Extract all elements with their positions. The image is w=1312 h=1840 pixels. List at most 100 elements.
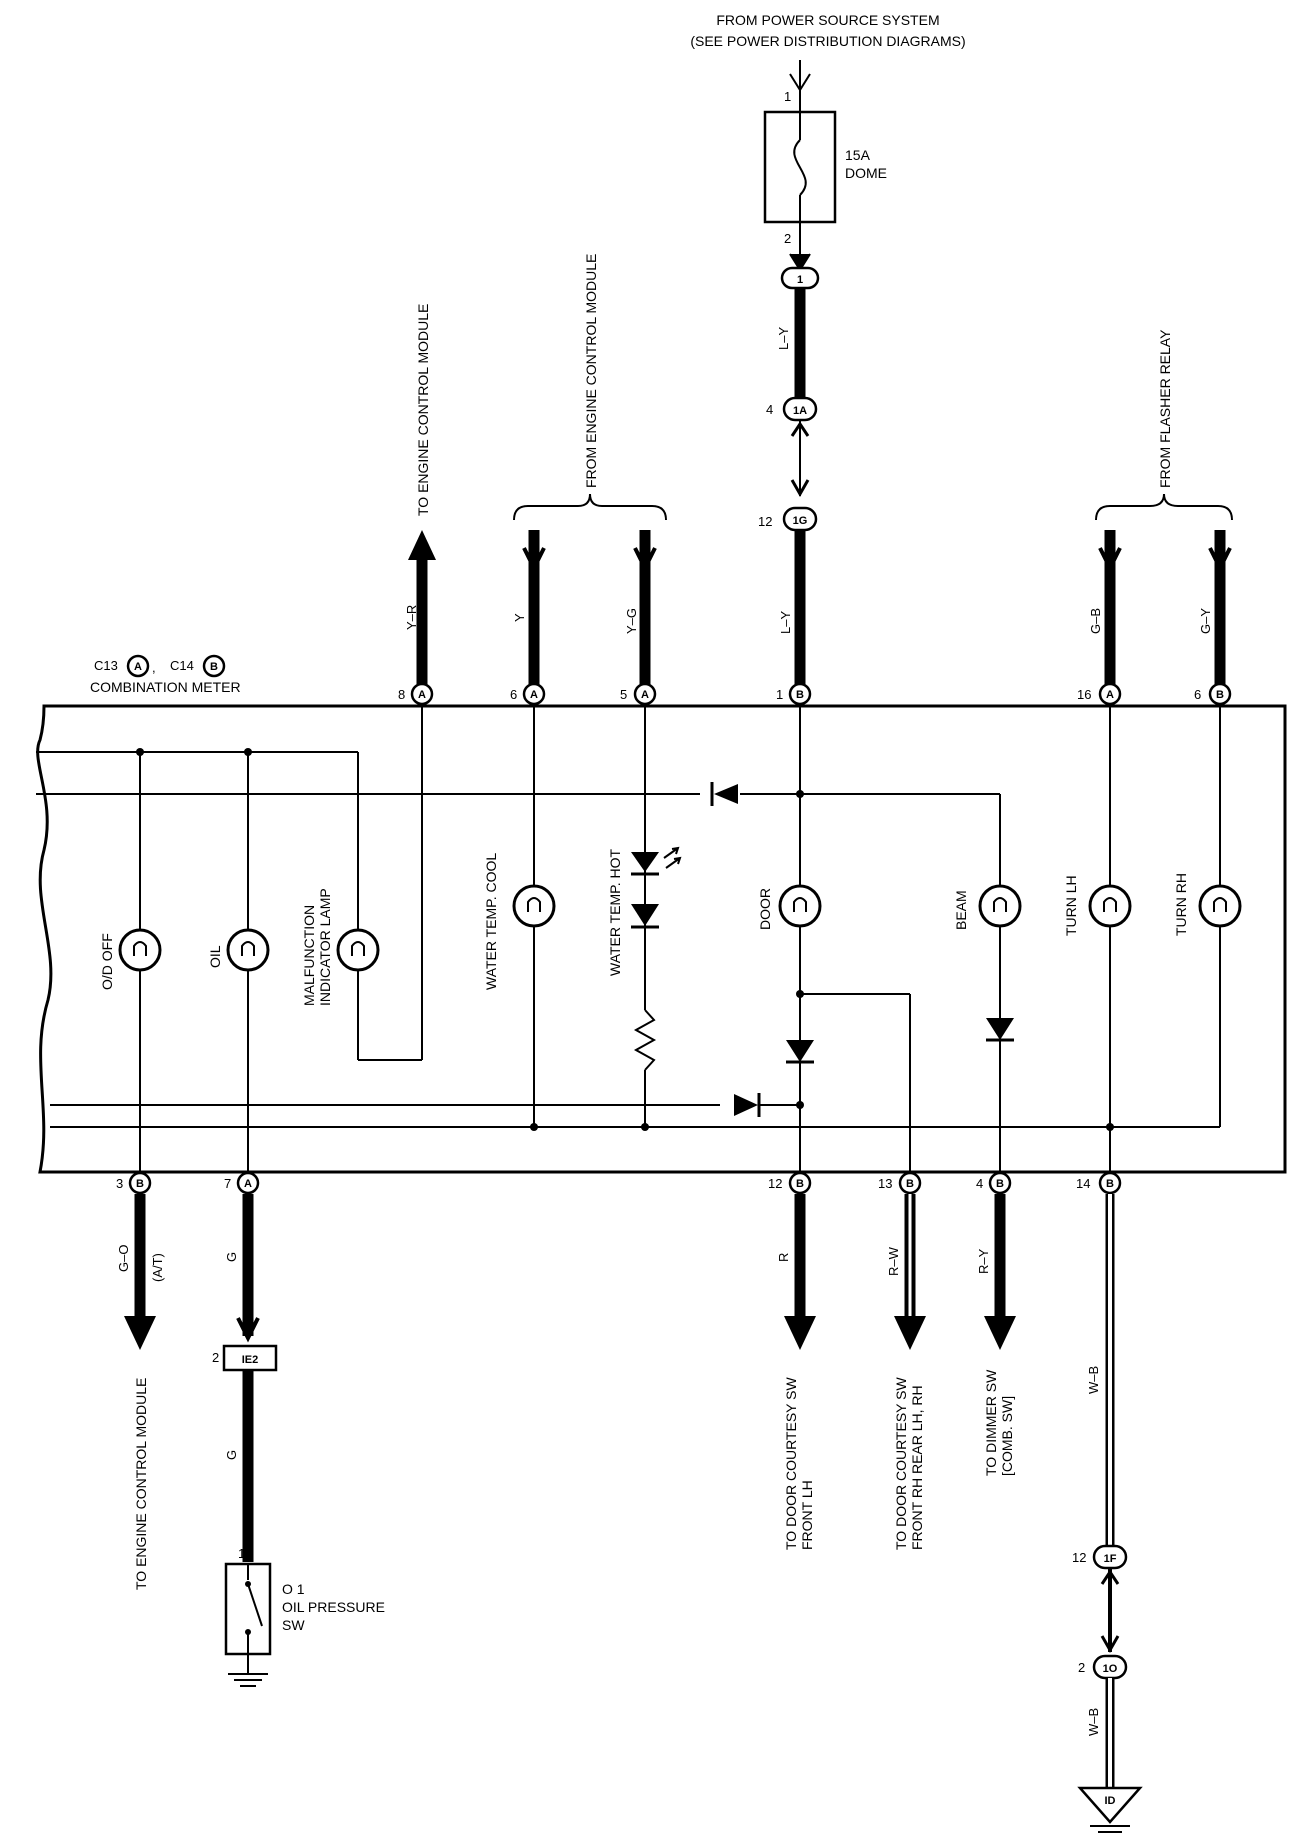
- wire-color-w-b-lower: W–B: [1086, 1708, 1101, 1736]
- junction-1a: 1A: [782, 396, 818, 422]
- svg-text:1F: 1F: [1104, 1553, 1117, 1565]
- wire-color-g-upper: G: [224, 1252, 239, 1262]
- hot-diode: [631, 904, 659, 929]
- svg-text:,: ,: [152, 660, 156, 675]
- wire-color-y-g: Y–G: [624, 608, 639, 634]
- diode-beam: [986, 1018, 1014, 1042]
- svg-text:A: A: [641, 689, 649, 701]
- indicator-bulbs: [118, 884, 1242, 972]
- top-pin-8a: 8 A: [398, 682, 434, 706]
- bottom-pin-4b: 4 B: [976, 1171, 1012, 1195]
- svg-text:6: 6: [1194, 687, 1201, 702]
- svg-text:13: 13: [878, 1176, 892, 1191]
- bottom-pin-13b: 13 B: [878, 1171, 922, 1195]
- wire-color-w-b-upper: W–B: [1086, 1366, 1101, 1394]
- junction-1o: 1O: [1092, 1654, 1128, 1680]
- oil-sw-code: O 1: [282, 1581, 305, 1597]
- label-od-off: O/D OFF: [99, 933, 115, 990]
- dest-g-o: TO ENGINE CONTROL MODULE: [133, 1378, 149, 1590]
- svg-text:A: A: [134, 661, 142, 673]
- wire-color-r: R: [776, 1253, 791, 1262]
- oil-sw-name-2: SW: [282, 1617, 305, 1633]
- oil-sw-name-1: OIL PRESSURE: [282, 1599, 385, 1615]
- j1f-pin: 12: [1072, 1550, 1086, 1565]
- svg-text:16: 16: [1077, 687, 1091, 702]
- wire-color-l-y-upper: L–Y: [776, 327, 791, 350]
- svg-text:B: B: [996, 1178, 1004, 1190]
- fuse-pin-top: 1: [784, 89, 791, 104]
- bottom-pin-3b: 3 B: [116, 1171, 152, 1195]
- svg-text:1: 1: [797, 274, 803, 286]
- svg-text:B: B: [1216, 689, 1224, 701]
- svg-text:8: 8: [398, 687, 405, 702]
- svg-text:ID: ID: [1105, 1795, 1116, 1807]
- wire-color-y: Y: [512, 613, 527, 622]
- dest-r-y-2: [COMB. SW]: [999, 1396, 1015, 1476]
- wire-color-g-lower: G: [224, 1450, 239, 1460]
- svg-text:A: A: [530, 689, 538, 701]
- svg-text:1O: 1O: [1103, 1663, 1118, 1675]
- from-flasher-brace: [1095, 493, 1233, 521]
- junction-1: 1: [780, 266, 820, 290]
- label-water-cool: WATER TEMP. COOL: [483, 853, 499, 990]
- svg-text:C13: C13: [94, 658, 118, 673]
- top-pin-6a: 6 A: [510, 682, 546, 706]
- label-beam: BEAM: [953, 890, 969, 930]
- fuse-out-wire: [789, 222, 811, 272]
- wire-r-w: [894, 1194, 926, 1350]
- bottom-pin-12b: 12 B: [768, 1171, 812, 1195]
- from-ecm-label: FROM ENGINE CONTROL MODULE: [583, 254, 599, 488]
- svg-text:6: 6: [510, 687, 517, 702]
- ground-point-id: ID: [1077, 1786, 1143, 1833]
- wire-color-g-b: G–B: [1088, 608, 1103, 634]
- wire-color-y-r: Y–R: [404, 605, 419, 630]
- from-ecm-brace: [513, 493, 667, 521]
- from-flasher-label: FROM FLASHER RELAY: [1157, 329, 1173, 488]
- top-pin-6b: 6 B: [1194, 682, 1232, 706]
- top-pin-16a: 16 A: [1077, 682, 1122, 706]
- svg-text:4: 4: [976, 1176, 983, 1191]
- diode-lower-bus: [734, 1093, 761, 1117]
- fuse-pin-bottom: 2: [784, 231, 791, 246]
- ground-connector-arrows: [1100, 1568, 1120, 1654]
- svg-text:A: A: [244, 1178, 252, 1190]
- label-turn-lh: TURN LH: [1063, 875, 1079, 936]
- dest-r-2: FRONT LH: [799, 1480, 815, 1550]
- bottom-pin-14b: 14 B: [1076, 1171, 1122, 1195]
- j1a-pin: 4: [766, 402, 773, 417]
- label-door: DOOR: [757, 888, 773, 930]
- power-source-note: (SEE POWER DISTRIBUTION DIAGRAMS): [690, 33, 965, 49]
- connector-arrows: [790, 420, 810, 498]
- svg-text:B: B: [210, 661, 218, 673]
- label-mil: MALFUNCTION: [301, 905, 317, 1006]
- wire-color-g-o: G–O: [116, 1245, 131, 1272]
- dome-fuse: [763, 110, 837, 224]
- svg-text:1G: 1G: [793, 515, 808, 527]
- top-pin-1b: 1 B: [776, 682, 812, 706]
- oil-sw-pin: 1: [238, 1546, 245, 1561]
- label-water-hot: WATER TEMP. HOT: [607, 849, 623, 976]
- connector-ie2: IE2: [222, 1344, 278, 1372]
- svg-text:B: B: [796, 689, 804, 701]
- svg-text:B: B: [1106, 1178, 1114, 1190]
- meter-box: [36, 704, 1287, 1174]
- label-oil: OIL: [207, 945, 223, 968]
- top-pin-5a: 5 A: [620, 682, 657, 706]
- diode-door-top: [710, 782, 738, 806]
- wire-g-b: [1098, 530, 1122, 688]
- wire-color-g-y: G–Y: [1198, 608, 1213, 634]
- dest-r-w-2: FRONT RH REAR LH, RH: [909, 1385, 925, 1550]
- label-turn-rh: TURN RH: [1173, 873, 1189, 936]
- dest-r-w-1: TO DOOR COURTESY SW: [893, 1377, 909, 1550]
- svg-text:3: 3: [116, 1176, 123, 1191]
- power-feed-wire: [789, 60, 811, 112]
- svg-text:B: B: [796, 1178, 804, 1190]
- wire-note-at: (A/T): [150, 1253, 165, 1282]
- meter-name: COMBINATION METER: [90, 679, 241, 695]
- bottom-pin-7a: 7 A: [224, 1171, 260, 1195]
- wire-r: [784, 1194, 816, 1350]
- fuse-rating: 15A: [845, 147, 871, 163]
- svg-text:C14: C14: [170, 658, 194, 673]
- junction-dots: [136, 748, 1114, 1131]
